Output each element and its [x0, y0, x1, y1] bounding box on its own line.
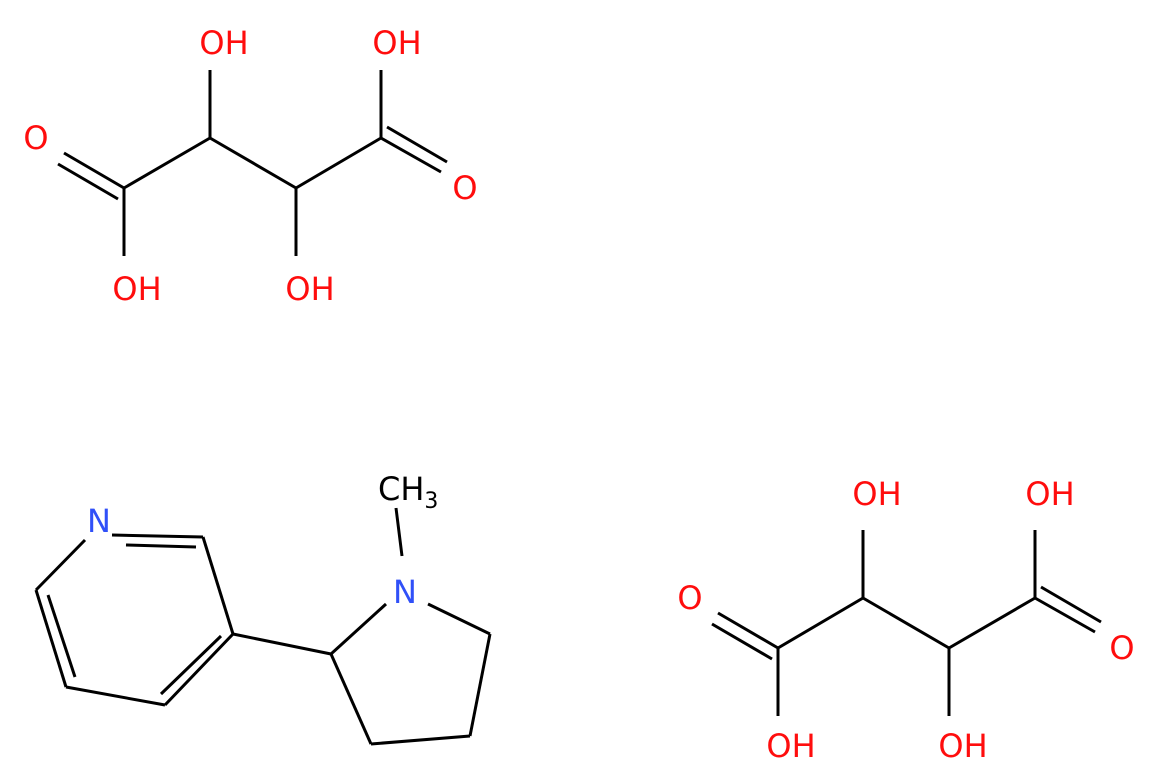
bond [717, 611, 779, 650]
hydroxyl-label: OH [199, 24, 248, 62]
bond [63, 151, 125, 190]
carbonyl-oxygen-label: O [23, 119, 48, 157]
bond [1040, 585, 1102, 624]
bond [380, 136, 442, 174]
hydroxyl-label: OH [766, 727, 815, 765]
nicotine: N N CH3 [34, 470, 492, 746]
bond [394, 507, 404, 557]
bond [34, 589, 68, 688]
bond [329, 602, 388, 656]
bond [468, 633, 492, 737]
bond [163, 632, 235, 707]
bond [201, 536, 235, 635]
bond [370, 734, 471, 746]
bond [111, 533, 204, 539]
tartaric-acid-top: OH OH O O OH OH [23, 24, 477, 308]
carbonyl-oxygen-label: O [452, 169, 477, 207]
hydroxyl-label: OH [372, 24, 421, 62]
bond [862, 596, 950, 650]
carbonyl-oxygen-label: O [677, 579, 702, 617]
bond [295, 136, 382, 190]
bond [711, 622, 773, 661]
bond [209, 136, 297, 190]
bond [232, 632, 332, 656]
bond [777, 596, 864, 650]
tartaric-acid-bottom: OH OH O O OH OH [677, 475, 1134, 765]
pyrrolidine-nitrogen-label: N [393, 573, 417, 611]
methyl-subscript: 3 [424, 489, 438, 514]
bond [1034, 596, 1096, 634]
methyl-label: CH3 [378, 470, 438, 514]
bond [386, 125, 448, 164]
bond [948, 596, 1036, 650]
bond [125, 543, 197, 549]
carbonyl-oxygen-label: O [1109, 629, 1134, 667]
methyl-carbon-text: CH [378, 470, 424, 508]
bond [123, 136, 211, 190]
hydroxyl-label: OH [285, 270, 334, 308]
pyridine-nitrogen-label: N [87, 502, 111, 540]
bond [159, 634, 223, 696]
hydroxyl-label: OH [112, 270, 161, 308]
bond [34, 538, 87, 592]
hydroxyl-label: OH [938, 727, 987, 765]
bond [427, 602, 491, 636]
hydroxyl-label: OH [1025, 475, 1074, 513]
bond [65, 685, 166, 707]
bond [57, 162, 119, 201]
hydroxyl-label: OH [852, 475, 901, 513]
bond [46, 594, 77, 678]
bond [329, 653, 373, 745]
